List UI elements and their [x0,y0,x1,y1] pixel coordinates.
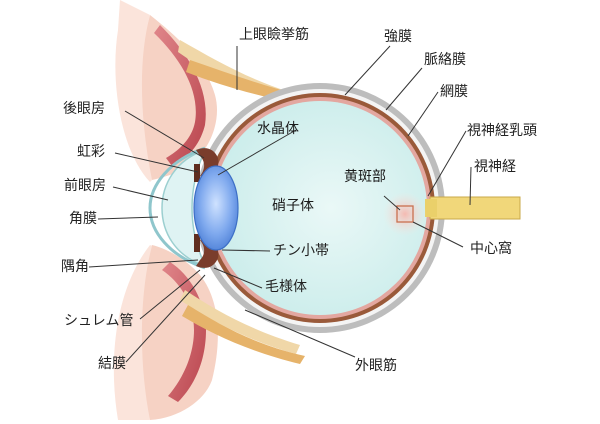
label-sclera: 強膜 [384,29,412,45]
label-anterior-chamber: 前眼房 [64,178,106,194]
label-cornea: 角膜 [69,211,97,227]
label-vitreous: 硝子体 [272,198,314,214]
label-optic-papilla: 視神経乳頭 [467,123,537,139]
label-schlemm-canal: シュレム管 [64,313,134,329]
label-extraocular-muscle: 外眼筋 [355,358,397,374]
fovea-marker [396,205,414,223]
cornea-shape [148,146,206,270]
label-conjunctiva: 結膜 [98,356,126,372]
label-posterior-chamber: 後眼房 [63,101,105,117]
label-angle: 隅角 [61,259,89,275]
label-upper-eyelid-muscle: 上眼瞼挙筋 [239,27,309,43]
lens-shape [193,165,239,251]
optic-nerve-shape [425,196,521,220]
leader-lines [88,45,472,363]
lower-muscle-bands [162,262,305,402]
label-choroid: 脈絡膜 [424,52,466,68]
label-iris: 虹彩 [77,144,105,160]
eyeball [161,83,445,333]
label-lens: 水晶体 [257,121,299,137]
label-optic-nerve: 視神経 [474,159,516,175]
label-fovea: 中心窩 [470,241,512,257]
label-retina: 網膜 [440,84,468,100]
label-zonule: チン小帯 [273,243,329,259]
label-ciliary-body: 毛様体 [265,279,307,295]
label-macula: 黄斑部 [344,169,386,185]
macula-glow [383,192,427,236]
